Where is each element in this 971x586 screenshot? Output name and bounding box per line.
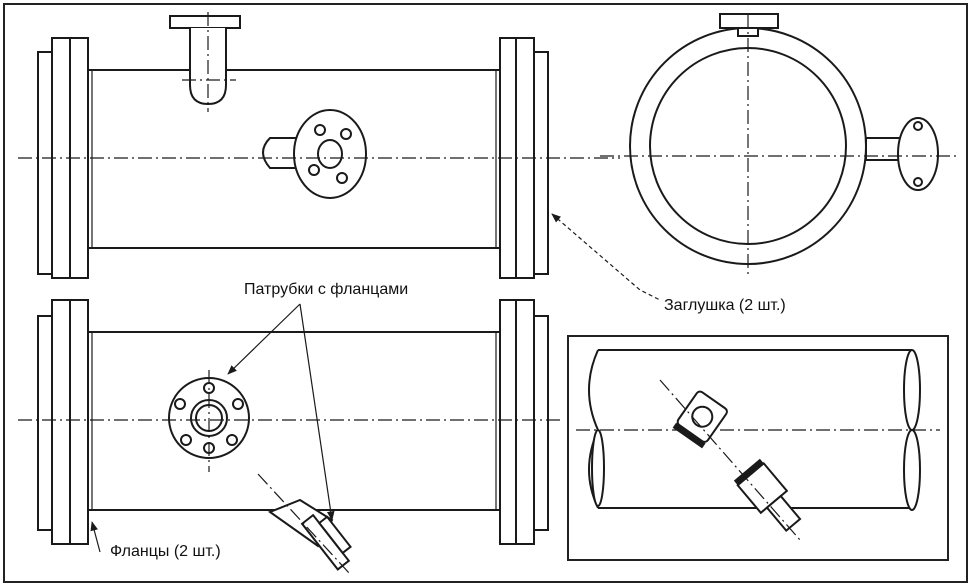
detail-nozzle (733, 458, 802, 533)
plug-leader (551, 213, 661, 301)
side-nozzle-pipe (262, 137, 300, 169)
end-view-top-nozzle (719, 13, 779, 29)
angled-nozzle-flange (300, 513, 352, 571)
right-flange-outer (533, 51, 549, 275)
saddle-cut (672, 390, 728, 449)
end-view-side-flange (897, 117, 939, 191)
pipe-body (87, 69, 501, 249)
nozzle-leader-1 (227, 303, 301, 375)
drawing-frame (3, 3, 968, 583)
detail-frame (567, 335, 949, 561)
pipe-detail-view (576, 349, 940, 541)
flanges-leader (90, 521, 101, 553)
left-flange-outer (37, 51, 53, 275)
top-nozzle-flange (169, 15, 241, 29)
pipe-body-front (87, 331, 501, 511)
pipe-end-view (600, 13, 960, 278)
nozzle-leader-2 (299, 303, 335, 521)
label-nozzles: Патрубки с фланцами (244, 281, 408, 298)
label-plug: Заглушка (2 шт.) (664, 297, 786, 314)
pipe-top-view (18, 12, 620, 279)
label-flanges: Фланцы (2 шт.) (110, 543, 221, 560)
pipe-bottom-view (18, 299, 560, 575)
